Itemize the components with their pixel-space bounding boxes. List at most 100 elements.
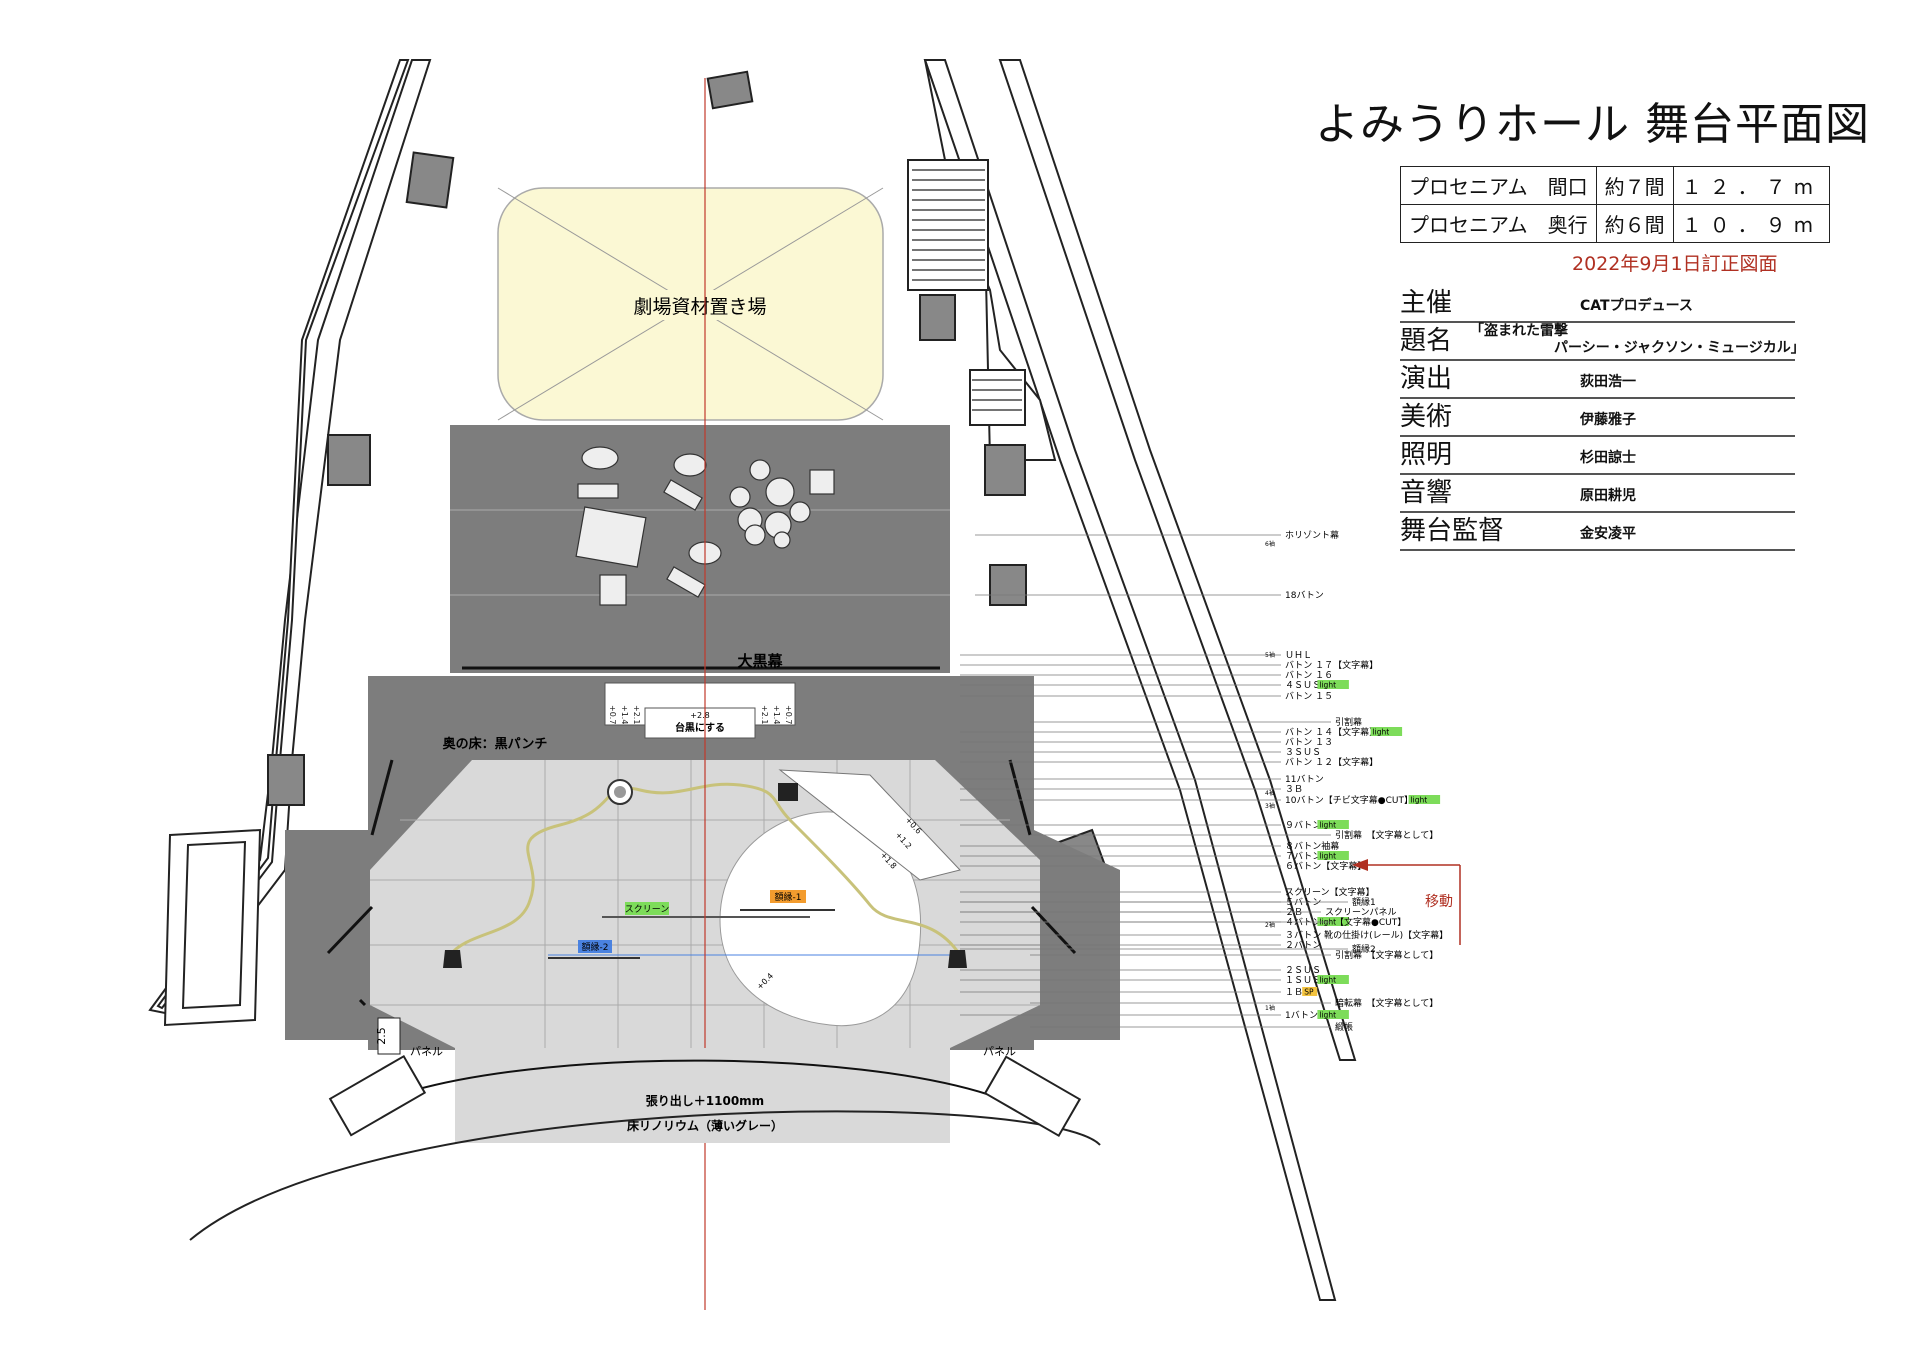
batten-tag	[1317, 975, 1349, 984]
upstage-area: 大黒幕	[450, 425, 950, 673]
credits-block: 主催 CATプロデュース 題名「盗まれた雷撃 パーシー・ジャクソン・ミュージカル」…	[1400, 285, 1805, 551]
batten-label: 10バトン【チビ文字幕●CUT】	[1285, 794, 1413, 806]
frame1-tag	[770, 890, 806, 903]
credit-row: 舞台監督金安凌平	[1400, 513, 1795, 551]
batten-tag	[1317, 851, 1349, 860]
screen-tag	[625, 902, 669, 915]
wing-note: 3袖	[1265, 802, 1275, 810]
batten-label: スクリーンパネル	[1325, 907, 1397, 918]
batten-label: 暗転幕 【文字幕として】	[1335, 997, 1438, 1009]
batten-tag-label: light	[1319, 681, 1336, 690]
back-floor-label: 奥の床：黒パンチ	[443, 736, 548, 752]
move-label: 移動	[1425, 894, 1453, 910]
batten-tag-label: light	[1411, 796, 1428, 805]
platform-height: +2.8	[690, 711, 709, 720]
batten-tag	[1317, 680, 1349, 689]
credit-role: 音響	[1400, 478, 1453, 508]
move-arrow: 移動	[1352, 859, 1461, 945]
credit-name: 原田耕児	[1580, 488, 1636, 504]
batten-tag	[1317, 820, 1349, 829]
batten-label: ＵＨＬ	[1285, 651, 1312, 661]
credit-role: 題名	[1400, 326, 1453, 356]
frame2-tag	[578, 940, 612, 953]
svg-text:+0.7: +0.7	[784, 705, 793, 724]
spec-meters: １２．７m	[1672, 166, 1831, 205]
credit-name: CATプロデュース	[1580, 298, 1693, 314]
panel-left-label: パネル	[410, 1045, 443, 1058]
batten-label: 18バトン	[1285, 590, 1324, 601]
batten-label: ５バトン	[1285, 897, 1321, 908]
batten-label: 11バトン	[1285, 774, 1324, 785]
batten-label: ３バトン 靴の仕掛け(レール)【文字幕】	[1285, 929, 1448, 941]
batten-tag-label: light	[1319, 976, 1336, 985]
screen-label: スクリーン	[625, 904, 670, 915]
credit-row: 題名「盗まれた雷撃 パーシー・ジャクソン・ミュージカル」	[1400, 323, 1805, 361]
batten-tag	[1317, 1010, 1349, 1019]
band-instruments	[575, 446, 835, 606]
spec-label: プロセニアム 間口	[1400, 166, 1597, 205]
batten-label: バトン １３	[1285, 737, 1333, 748]
left-dimension: 2.5	[375, 1027, 388, 1045]
apron-label: 張り出し＋1100mm	[646, 1093, 764, 1108]
wing-note: 5袖	[1265, 651, 1275, 659]
credit-role: 照明	[1400, 440, 1453, 470]
batten-label: ９バトン	[1285, 820, 1321, 831]
batten-label: 緞帳	[1335, 1021, 1353, 1033]
credit-role: 演出	[1400, 364, 1453, 394]
svg-text:+0.7: +0.7	[608, 705, 617, 724]
wing-note: 6袖	[1265, 540, 1275, 548]
spec-ken: 約６間	[1595, 204, 1674, 243]
batten-tag	[1370, 727, 1403, 736]
panel-right-label: パネル	[983, 1045, 1016, 1058]
batten-tag-label: light	[1319, 1011, 1336, 1020]
batten-label: ３ＳＵＳ	[1285, 748, 1321, 758]
batten-tag-label: light	[1373, 728, 1390, 737]
credit-name: 「盗まれた雷撃 パーシー・ジャクソン・ミュージカル」	[1470, 323, 1805, 356]
batten-label: バトン １４【文字幕】	[1285, 726, 1378, 738]
credit-row: 照明 杉田諒士	[1400, 437, 1795, 475]
batten-tag	[1317, 917, 1349, 926]
platform-steps: +0.7 +1.4 +2.1 +2.1 +1.4 +0.7	[608, 705, 793, 724]
credit-row: 演出 荻田浩一	[1400, 361, 1795, 399]
batten-label: ２バトン	[1285, 940, 1321, 951]
midstage-area: +0.7 +1.4 +2.1 +2.1 +1.4 +0.7 +2.8 台黒にする…	[368, 676, 1034, 758]
credit-name: 金安凌平	[1580, 526, 1636, 542]
frame1-label: 額縁-1	[775, 891, 802, 903]
spec-label: プロセニアム 奥行	[1400, 204, 1597, 243]
batten-label: １Ｂ	[1285, 988, 1303, 998]
batten-label: バトン １２【文字幕】	[1285, 756, 1378, 768]
main-stage: +0.4 +0.6 +1.2 +1.8 スクリーン 額縁-1 額縁-2	[285, 78, 1120, 1310]
apron: 張り出し＋1100mm 床リノリウム（薄いグレー） 2.5 パネル パネル	[189, 1017, 1101, 1241]
frame2-label: 額縁-2	[582, 941, 609, 953]
batten-label: 額縁1	[1352, 896, 1376, 908]
batten-label: 1バトン	[1285, 1010, 1318, 1021]
batten-tag-label: light	[1319, 852, 1336, 861]
spec-row: プロセニアム 奥行 約６間 １０．９m	[1400, 204, 1831, 243]
revision-date: 2022年9月1日訂正図面	[1572, 253, 1778, 275]
left-wall	[148, 59, 455, 1027]
credit-name: 杉田諒士	[1580, 450, 1636, 466]
batten-tag	[1302, 987, 1318, 996]
wing-note: 2袖	[1265, 921, 1275, 929]
stage-lights	[443, 779, 967, 968]
batten-label: ホリゾント幕	[1285, 529, 1339, 541]
proscenium-specs: プロセニアム 間口 約７間 １２．７m プロセニアム 奥行 約６間 １０．９m	[1400, 166, 1831, 243]
credit-name: 荻田浩一	[1580, 374, 1636, 390]
batten-label: ８バトン袖幕	[1285, 840, 1339, 852]
batten-label: ４バトン	[1285, 917, 1321, 928]
page-title: よみうりホール 舞台平面図	[1315, 99, 1870, 150]
batten-label: 額縁2	[1352, 943, 1376, 955]
wing-note: 1袖	[1265, 1004, 1275, 1012]
svg-text:+2.1: +2.1	[632, 705, 641, 724]
batten-label: バトン １７【文字幕】	[1285, 659, 1378, 671]
batten-label: ７バトン	[1285, 851, 1321, 862]
right-wall	[706, 59, 1357, 1301]
batten-label: ２ＳＵＳ	[1285, 966, 1321, 976]
credit-name: 伊藤雅子	[1580, 412, 1636, 428]
credit-role: 主催	[1400, 288, 1453, 318]
credit-row: 主催 CATプロデュース	[1400, 285, 1795, 323]
svg-text:+2.1: +2.1	[760, 705, 769, 724]
batten-label: 【文字幕●CUT】	[1335, 916, 1406, 928]
credit-role: 美術	[1400, 402, 1453, 432]
